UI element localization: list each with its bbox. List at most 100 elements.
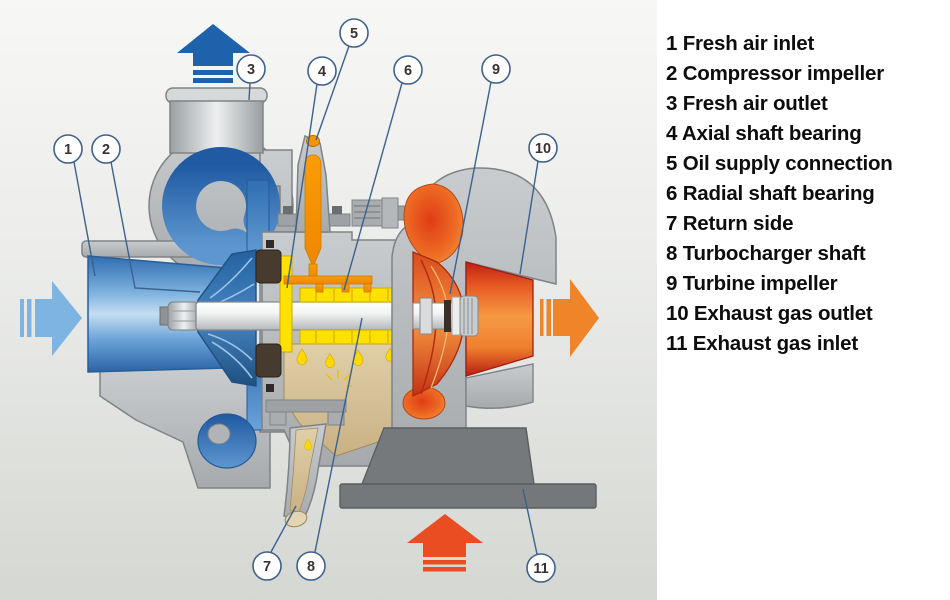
leader-line-8: [314, 317, 363, 553]
turbine-shaft-nut: [459, 295, 479, 337]
legend-item-6: 6 Radial shaft bearing: [666, 182, 875, 205]
impeller-blade: [211, 341, 253, 379]
callout-circle-6: [393, 55, 423, 85]
legend-item-7: 7 Return side: [666, 212, 794, 235]
arrow-stripe: [423, 567, 466, 572]
impeller-blade: [207, 333, 253, 361]
callout-circle-10: [528, 133, 558, 163]
legend-item-9: 9 Turbine impeller: [666, 272, 838, 295]
fresh-air-inlet-arrow: [20, 281, 82, 356]
callout-circle-9: [481, 54, 511, 84]
outlet-pipe: [169, 100, 264, 154]
callout-circle-11: [526, 553, 556, 583]
callout-2: 2: [91, 134, 201, 293]
callout-circle-2: [91, 134, 121, 164]
leader-line-3: [248, 82, 251, 101]
arrow-stripe: [540, 299, 544, 336]
turbine-shaft-end: [412, 295, 479, 337]
arrow-shaft: [35, 299, 52, 337]
legend-item-11: 11 Exhaust gas inlet: [666, 332, 858, 355]
legend-item-1: 1 Fresh air inlet: [666, 32, 815, 55]
oil-gallery: [283, 275, 373, 285]
lower-clamp: [265, 399, 347, 426]
exhaust-gas-outlet-arrow: [540, 279, 599, 357]
shaft-sleeve: [451, 296, 461, 336]
housing-vent-slot: [266, 240, 274, 248]
callout-number-5: 5: [350, 26, 358, 42]
callout-11: 11: [522, 488, 556, 583]
oil-supply-system: [283, 154, 373, 293]
housing-vent-slot: [266, 384, 274, 392]
nut-ribs: [463, 298, 473, 334]
leader-line-11: [522, 488, 538, 555]
mounting-pedestal: [360, 427, 535, 485]
arrow-stripe: [423, 560, 466, 565]
callout-number-7: 7: [263, 559, 271, 575]
callout-number-10: 10: [535, 141, 551, 157]
callout-number-9: 9: [492, 62, 500, 78]
shaft-seal-upper: [255, 249, 282, 284]
clamp-bolt-head: [269, 411, 287, 426]
arrow-shaft: [423, 542, 466, 557]
shaft-collar: [419, 297, 433, 335]
callout-circle-5: [339, 18, 369, 48]
callout-9: 9: [449, 54, 511, 295]
oil-supply-channel: [304, 154, 322, 269]
shaft-seal-ring: [444, 300, 451, 332]
callout-circle-4: [307, 56, 337, 86]
callout-number-2: 2: [102, 142, 110, 158]
arrow-stripe: [27, 299, 32, 337]
callout-number-11: 11: [533, 561, 548, 577]
callout-number-1: 1: [64, 142, 72, 158]
leader-line-1: [73, 161, 96, 277]
legend-item-5: 5 Oil supply connection: [666, 152, 893, 175]
callout-6: 6: [343, 55, 423, 291]
flange-stud: [283, 206, 293, 214]
bolt-thread: [351, 199, 383, 227]
arrow-head: [177, 24, 250, 53]
callout-5: 5: [315, 18, 369, 141]
oil-feed: [363, 283, 372, 293]
callout-3: 3: [236, 54, 266, 101]
arrow-shaft: [553, 299, 570, 336]
callout-number-8: 8: [307, 559, 315, 575]
clamp-bolt-head: [327, 411, 345, 426]
volute-tongue-core: [207, 423, 231, 445]
legend-item-2: 2 Compressor impeller: [666, 62, 884, 85]
arrow-head: [407, 514, 483, 543]
oil-feed: [315, 283, 324, 293]
base-plate: [339, 483, 597, 509]
flange-stud: [332, 206, 342, 214]
impeller-nut: [167, 301, 201, 331]
callout-circle-8: [296, 551, 326, 581]
clamp-bolt: [351, 197, 407, 229]
legend-item-4: 4 Axial shaft bearing: [666, 122, 862, 145]
arrow-stripe: [546, 299, 551, 336]
leader-line-5: [315, 45, 350, 141]
arrow-shaft: [193, 52, 233, 66]
exhaust-gas-outlet-cone: [465, 261, 534, 377]
fresh-air-outlet-arrow: [177, 24, 250, 83]
arrow-stripe: [193, 78, 233, 83]
callout-8: 8: [296, 317, 363, 581]
legend-item-10: 10 Exhaust gas outlet: [666, 302, 873, 325]
arrow-head: [52, 281, 82, 356]
callout-1: 1: [53, 134, 96, 277]
callout-10: 10: [519, 133, 558, 275]
leader-line-4: [286, 83, 318, 289]
oil-splash: [325, 370, 352, 387]
bolt-nut: [381, 197, 399, 229]
oil-drain-tube: [283, 423, 327, 528]
turbine-housing-lower-lip: [465, 363, 534, 409]
leader-line-6: [343, 82, 403, 291]
callout-4: 4: [286, 56, 337, 289]
callout-number-4: 4: [318, 64, 326, 80]
leader-line-7: [270, 505, 297, 553]
impeller-blade: [209, 257, 253, 299]
arrow-head: [570, 279, 599, 357]
turbine-volute-bottom: [402, 386, 446, 420]
leader-line-10: [519, 160, 539, 275]
callout-circle-7: [252, 551, 282, 581]
